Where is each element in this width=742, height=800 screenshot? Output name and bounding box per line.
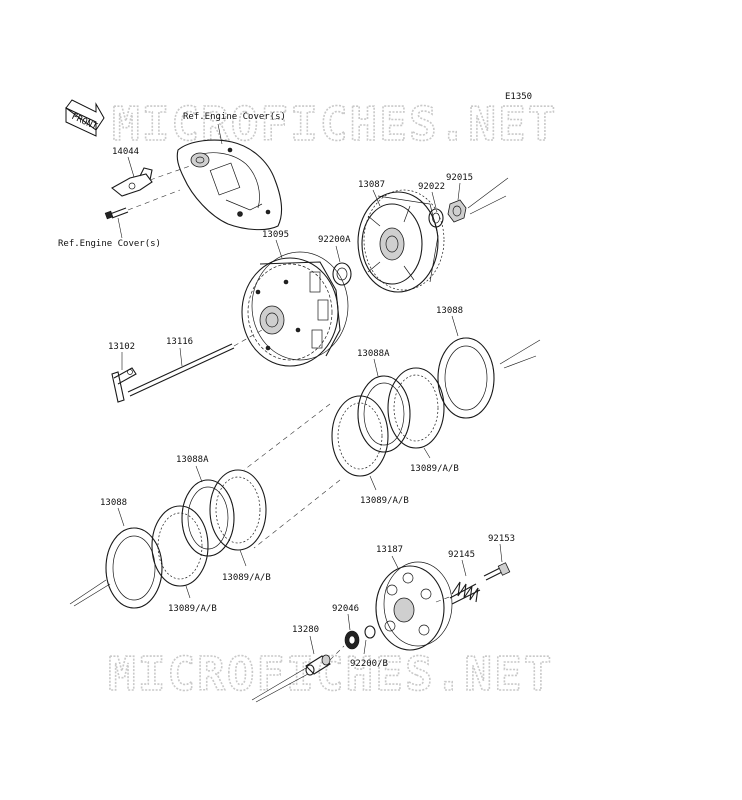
part-13088A-right-plate — [357, 375, 411, 453]
label-92145: 92145 — [448, 550, 475, 560]
label-13116: 13116 — [166, 337, 193, 347]
part-13095-clutch-housing — [241, 251, 349, 367]
part-13187-pressure-plate — [375, 561, 453, 651]
label-92046: 92046 — [332, 604, 359, 614]
part-92153-bolt — [483, 562, 511, 581]
front-arrow-icon: FRONT — [65, 99, 105, 137]
part-13280-sleeve — [305, 654, 331, 676]
part-92015-nut — [447, 199, 467, 223]
part-13102-lever-shaft — [111, 367, 137, 403]
part-13089-mid-steel-plate — [331, 395, 389, 477]
label-13088A-right: 13088A — [357, 349, 390, 359]
part-92046-bearing — [344, 630, 360, 650]
part-13089-left-steel-plate — [151, 505, 209, 587]
part-13088-left-friction-plate — [105, 527, 163, 609]
bolt-left — [104, 207, 129, 220]
part-92022-washer — [428, 208, 444, 228]
label-13187: 13187 — [376, 545, 403, 555]
label-92015: 92015 — [446, 173, 473, 183]
watermark-top: MICROFICHES.NET — [112, 97, 557, 151]
part-92145-spring — [449, 581, 481, 605]
label-13280: 13280 — [292, 625, 319, 635]
part-13089-leftmid-steel-plate — [209, 469, 267, 551]
label-13089-mid: 13089/A/B — [360, 496, 409, 506]
label-92022: 92022 — [418, 182, 445, 192]
label-13088A-left: 13088A — [176, 455, 209, 465]
diagram-code: E1350 — [505, 92, 532, 102]
label-13089-leftmid: 13089/A/B — [222, 573, 271, 583]
part-13087-clutch-hub — [357, 189, 445, 293]
part-13088-right-friction-plate — [437, 337, 495, 419]
watermark-bottom: MICROFICHES.NET — [108, 647, 553, 701]
label-13102: 13102 — [108, 342, 135, 352]
label-13088-right: 13088 — [436, 306, 463, 316]
label-13095: 13095 — [262, 230, 289, 240]
part-14044-lever — [111, 167, 153, 197]
part-13116-push-rod — [127, 343, 235, 397]
label-ref-engine-cover-top: Ref.Engine Cover(s) — [183, 112, 286, 122]
label-13089-right: 13089/A/B — [410, 464, 459, 474]
label-13087: 13087 — [358, 180, 385, 190]
label-13088-left: 13088 — [100, 498, 127, 508]
part-13088A-left-plate — [181, 479, 235, 557]
label-ref-engine-cover-left: Ref.Engine Cover(s) — [58, 239, 161, 249]
label-13089-left: 13089/A/B — [168, 604, 217, 614]
label-92153: 92153 — [488, 534, 515, 544]
engine-cover-part — [176, 139, 283, 231]
part-92200B-washer — [364, 625, 376, 639]
part-13089-right-steel-plate — [387, 367, 445, 449]
label-14044: 14044 — [112, 147, 139, 157]
part-92200A-washer — [332, 262, 352, 286]
label-92200B: 92200/B — [350, 659, 388, 669]
label-92200A: 92200A — [318, 235, 351, 245]
